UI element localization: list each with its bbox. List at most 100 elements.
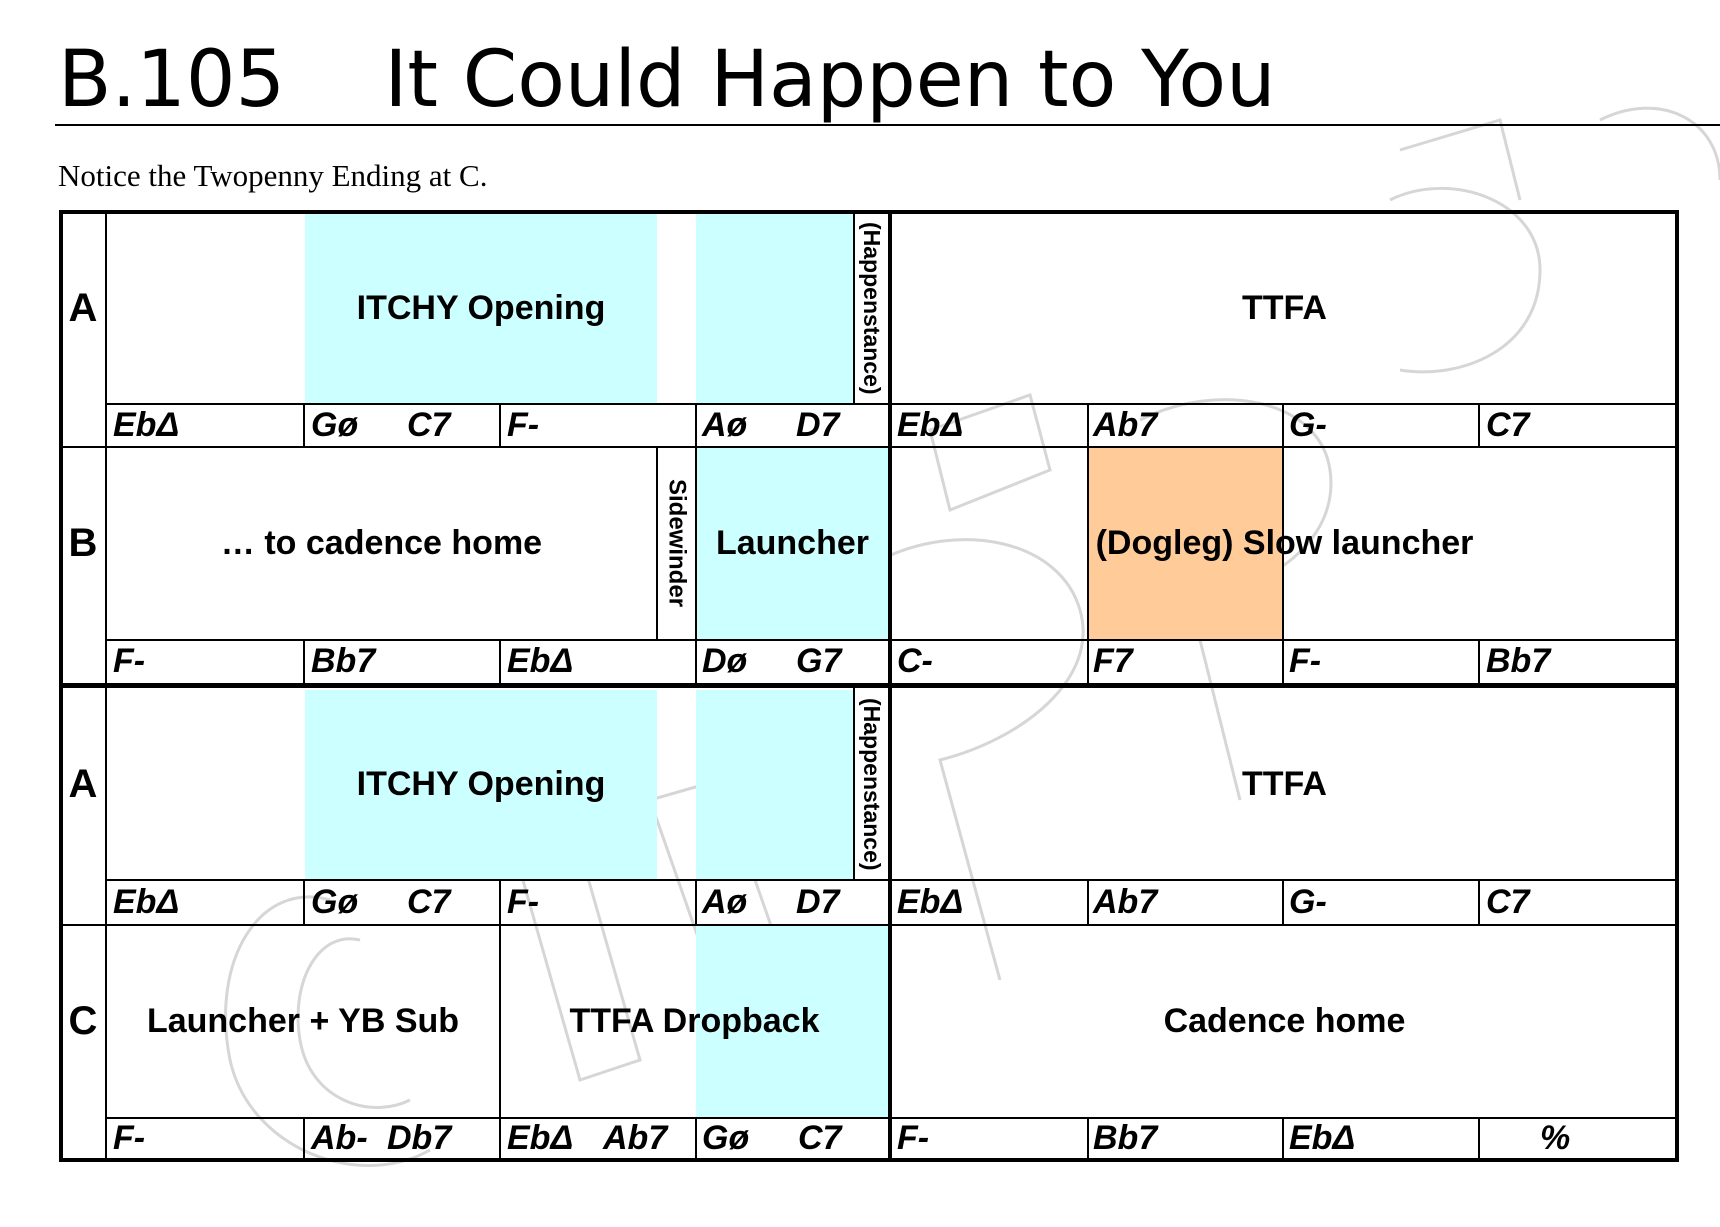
happenstance-box-left: [853, 688, 855, 880]
chord: F-: [507, 406, 540, 444]
chord: EbΔ: [1289, 1119, 1356, 1157]
bar-line: [1087, 447, 1089, 683]
page-title: B.105 It Could Happen to You: [58, 35, 1276, 125]
section-letter-a: A: [68, 285, 98, 330]
chord: Ab7: [1093, 883, 1158, 921]
chord: G-: [1289, 883, 1327, 921]
chord: Bb7: [311, 642, 376, 680]
chord: G-: [1289, 406, 1327, 444]
chord: EbΔ: [897, 883, 964, 921]
chord: Bb7: [1486, 642, 1551, 680]
chord: Db7: [387, 1119, 452, 1157]
chord: EbΔ: [507, 642, 574, 680]
chord: F-: [113, 1119, 146, 1157]
rule-a1-chords-top: [106, 403, 1677, 405]
chord: F-: [507, 883, 540, 921]
brick-label-launcher-yb-sub: Launcher + YB Sub: [146, 1002, 460, 1040]
sidewinder-box-right: [695, 447, 697, 640]
chord: F-: [1289, 642, 1322, 680]
brick-label-ttfa-dropback: TTFA Dropback: [569, 1002, 820, 1040]
chord: Gø: [311, 883, 359, 921]
bar-line: [1282, 1118, 1284, 1159]
chord: G7: [796, 642, 842, 680]
chord: C7: [798, 1119, 842, 1157]
chord: Ab7: [603, 1119, 668, 1157]
chord: F-: [113, 642, 146, 680]
chord: Gø: [311, 406, 359, 444]
happenstance-text: (Happenstance): [859, 221, 885, 395]
happenstance-text: (Happenstance): [859, 697, 885, 871]
brick-label-dogleg-slow-launcher: (Dogleg) Slow launcher: [1095, 524, 1474, 562]
chord: C-: [897, 642, 933, 680]
bar-line: [1087, 1118, 1089, 1159]
bar-line: [1087, 404, 1089, 447]
chord: Bb7: [1093, 1119, 1158, 1157]
sidewinder-box-left: [656, 447, 658, 640]
chord: EbΔ: [507, 1119, 574, 1157]
highlight-itchy-opening-1: [305, 213, 657, 403]
frame-top: [59, 210, 1679, 214]
chord: EbΔ: [897, 406, 964, 444]
brick-label-itchy-opening: ITCHY Opening: [356, 764, 606, 803]
sidewinder-text: Sidewinder: [663, 479, 691, 608]
bar-line: [1087, 880, 1089, 925]
bar-line: [1478, 1118, 1480, 1159]
chord: Aø: [702, 406, 748, 444]
highlight-launcher: [696, 447, 888, 640]
bar-line: [695, 404, 697, 447]
frame-middle-divider: [59, 683, 1679, 688]
section-letter-c: C: [68, 999, 98, 1043]
chord: Ab7: [1093, 406, 1158, 444]
rule-a1-chords-bottom: [61, 446, 1677, 448]
brick-label-sidewinder: Sidewinder: [658, 447, 695, 640]
chord: C7: [407, 883, 451, 921]
section-letter-b: B: [68, 521, 98, 565]
rule-a2-chords-top: [106, 879, 1677, 881]
highlight-dogleg: [1088, 447, 1282, 640]
brick-label-happenstance: (Happenstance): [855, 212, 888, 404]
rule-a2-chords-bottom: [61, 924, 1677, 926]
bar-line: [695, 1118, 697, 1159]
note-text: Notice the Twopenny Ending at C.: [58, 158, 488, 193]
letter-column-divider: [105, 212, 107, 1160]
bar-line: [303, 1118, 305, 1159]
bar-line: [1282, 447, 1284, 683]
bar-line: [303, 880, 305, 925]
chord: C7: [407, 406, 451, 444]
chord: EbΔ: [113, 883, 180, 921]
highlight-itchy-opening-2b: [696, 690, 853, 880]
brick-label-launcher: Launcher: [715, 524, 870, 562]
chord: EbΔ: [113, 406, 180, 444]
bar-line: [303, 640, 305, 683]
chord: D7: [796, 883, 840, 921]
bar-line: [499, 925, 501, 1159]
brick-label-ttfa: TTFA: [1242, 288, 1327, 327]
chord: C7: [1486, 883, 1530, 921]
bar-line: [499, 404, 501, 447]
bar-line: [1282, 880, 1284, 925]
bar-line: [695, 640, 697, 683]
bar-line: [499, 640, 501, 683]
highlight-itchy-opening-1b: [696, 213, 853, 403]
brick-label-happenstance: (Happenstance): [855, 688, 888, 880]
happenstance-box-left: [853, 212, 855, 404]
brick-label-cadence-home: Cadence home: [1163, 1002, 1406, 1040]
frame-bottom: [59, 1158, 1679, 1162]
bar-line: [1478, 880, 1480, 925]
bar-line: [499, 880, 501, 925]
brick-label-to-cadence-home: … to cadence home: [220, 524, 543, 562]
chord: Aø: [702, 883, 748, 921]
chord: F7: [1093, 642, 1133, 680]
repeat-bar-symbol: %: [1540, 1119, 1571, 1157]
frame-center-divider: [888, 210, 892, 1162]
highlight-dropback: [696, 925, 888, 1118]
bar-line: [695, 880, 697, 925]
title-underline: [55, 124, 1720, 126]
chord: C7: [1486, 406, 1530, 444]
chord: F-: [897, 1119, 930, 1157]
brick-label-ttfa: TTFA: [1242, 764, 1327, 803]
section-letter-a: A: [68, 761, 98, 806]
chord: Ab-: [311, 1119, 368, 1157]
highlight-itchy-opening-2: [305, 690, 657, 880]
